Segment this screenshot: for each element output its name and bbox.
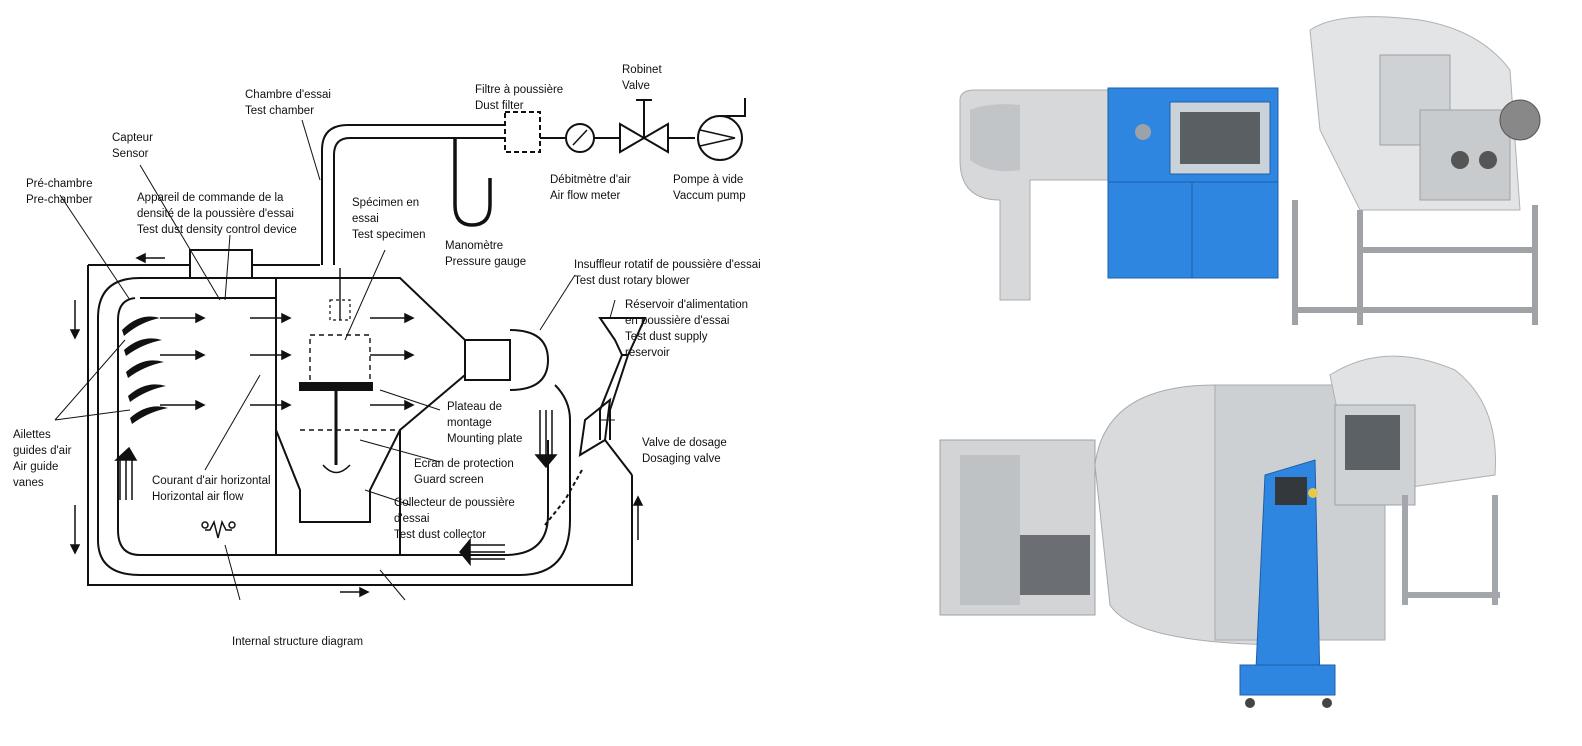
label-appareil-2: densité de la poussière d'essai: [137, 208, 294, 220]
label-test-chamber: Test chamber: [245, 105, 314, 117]
duct-left: [959, 89, 1116, 301]
test-specimen: [309, 334, 371, 384]
label-ecran: Ecran de protection: [414, 458, 514, 470]
label-rotary-blower: Test dust rotary blower: [574, 275, 690, 287]
label-valve-dosage: Valve de dosage: [642, 437, 727, 449]
blower-rear: [1329, 355, 1500, 605]
manometer: [453, 138, 492, 227]
label-reservoir-2: en poussière d'essai: [625, 315, 729, 327]
dosage-valve: [578, 397, 612, 457]
label-reservoir-1: Réservoir d'alimentation: [625, 299, 748, 311]
label-vacuum-pump: Vaccum pump: [673, 190, 746, 202]
label-pressure-gauge: Pressure gauge: [445, 256, 526, 268]
valve-symbol: [619, 122, 669, 154]
vacuum-line: [321, 124, 505, 265]
label-collecteur-2: d'essai: [394, 513, 429, 525]
inner-air-loop: [97, 277, 571, 576]
blue-test-chamber: [1107, 87, 1279, 279]
label-sensor: Sensor: [112, 148, 149, 160]
label-chambre: Chambre d'essai: [245, 89, 331, 101]
vacuum-pump: [697, 115, 743, 161]
outer-housing: [87, 265, 633, 586]
label-specimen-en: Test specimen: [352, 229, 426, 241]
label-plateau-2: montage: [447, 417, 492, 429]
label-pre-chamber: Pre-chamber: [26, 194, 93, 206]
label-mounting-plate: Mounting plate: [447, 433, 522, 445]
label-manometre: Manomètre: [445, 240, 503, 252]
label-plateau-1: Plateau de: [447, 401, 502, 413]
label-horizontal-air-flow: Horizontal air flow: [152, 491, 244, 503]
machine-photo-front: [940, 10, 1570, 330]
rotary-blower: [464, 339, 511, 381]
air-guide-vanes: [122, 316, 168, 424]
label-reservoir-3: Test dust supply: [625, 331, 708, 343]
label-debitmetre: Débitmètre d'air: [550, 174, 631, 186]
label-robinet: Robinet: [622, 64, 662, 76]
dust-collector: [275, 429, 401, 523]
label-guard-screen: Guard screen: [414, 474, 484, 486]
blue-control-console: [1239, 459, 1336, 708]
diagram-caption: Internal structure diagram: [232, 636, 363, 648]
label-ailettes-4: vanes: [13, 477, 44, 489]
label-prechambre: Pré-chambre: [26, 178, 92, 190]
label-dust-filter: Dust filter: [475, 100, 524, 112]
machine-photo-rear: [935, 345, 1575, 725]
label-specimen-fr-1: Spécimen en: [352, 197, 419, 209]
label-dosaging-valve: Dosaging valve: [642, 453, 721, 465]
label-capteur: Capteur: [112, 132, 153, 144]
dust-filter: [504, 111, 541, 153]
label-ailettes-1: Ailettes: [13, 429, 51, 441]
blower-housing: [1309, 16, 1541, 211]
label-insuffleur: Insuffleur rotatif de poussière d'essai: [574, 259, 761, 271]
label-air-flow-meter: Air flow meter: [550, 190, 620, 202]
label-appareil-1: Appareil de commande de la: [137, 192, 284, 204]
label-pompe: Pompe à vide: [673, 174, 743, 186]
label-ailettes-3: Air guide: [13, 461, 58, 473]
support-frame: [1292, 200, 1538, 325]
label-courant: Courant d'air horizontal: [152, 475, 271, 487]
control-cabinet: [939, 439, 1096, 616]
label-reservoir-4: reservoir: [625, 347, 670, 359]
label-filtre: Filtre à poussière: [475, 84, 563, 96]
label-collecteur-1: Collecteur de poussière: [394, 497, 515, 509]
label-appareil-3: Test dust density control device: [137, 224, 297, 236]
label-dust-collector: Test dust collector: [394, 529, 486, 541]
label-specimen-fr-2: essai: [352, 213, 379, 225]
internal-structure-diagram: Robinet Valve Filtre à poussière Dust fi…: [13, 64, 761, 648]
mounting-plate: [299, 382, 373, 391]
label-valve: Valve: [622, 80, 650, 92]
density-control-box: [189, 249, 253, 279]
label-ailettes-2: guides d'air: [13, 445, 72, 457]
